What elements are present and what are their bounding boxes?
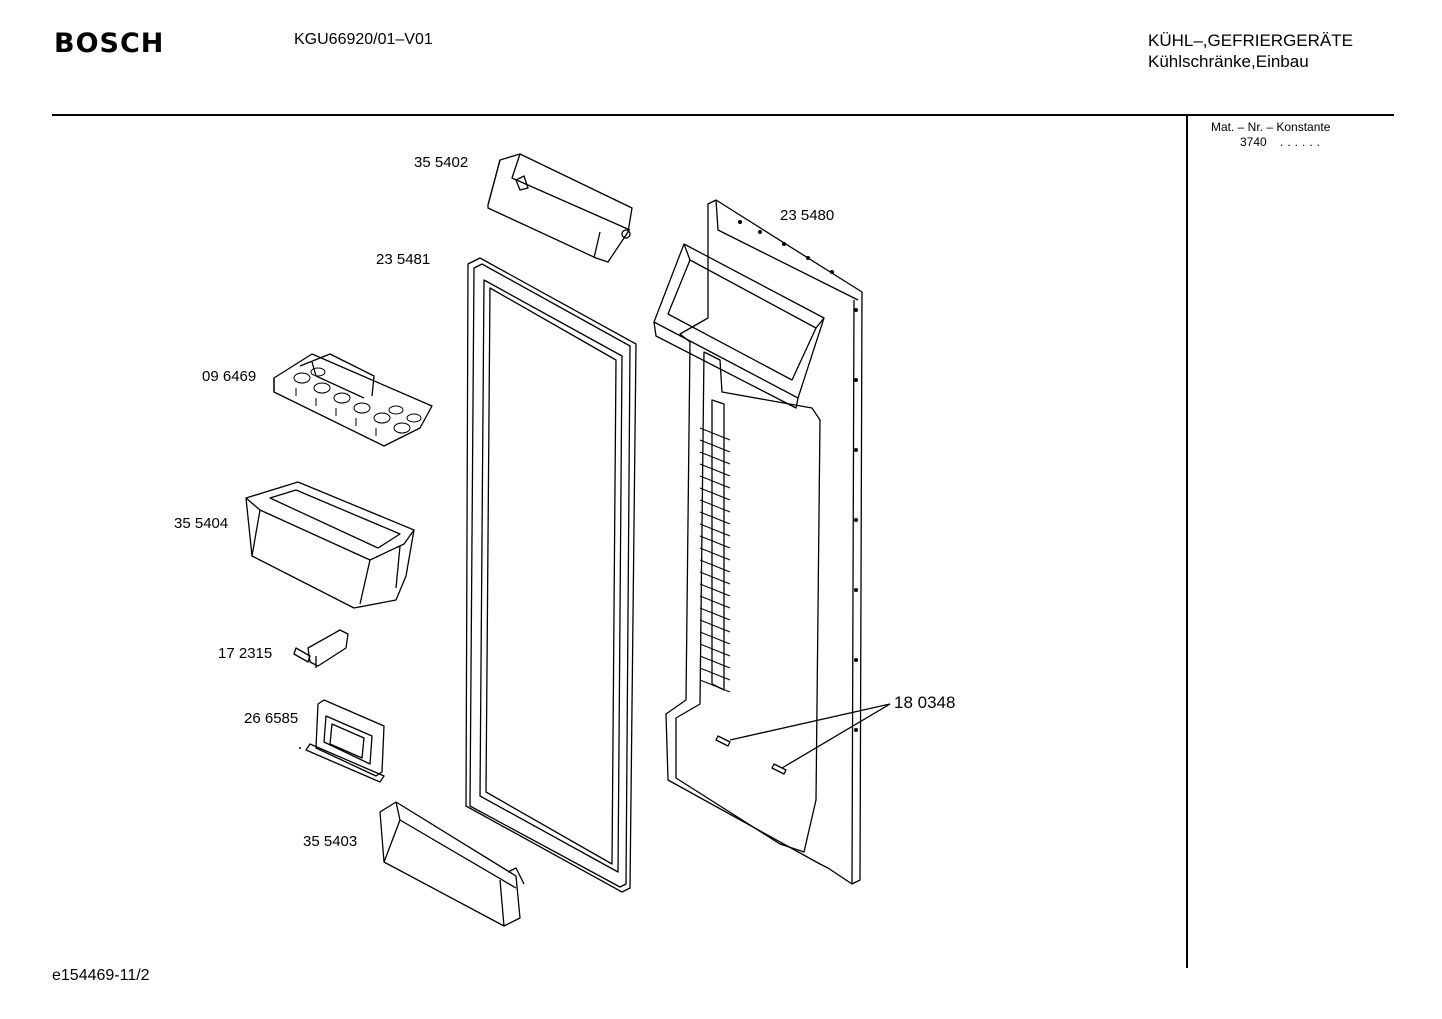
material-number-dots: ...... [1280,135,1325,149]
part-235480-door-liner[interactable] [653,199,863,885]
model-number: KGU66920/01–V01 [294,31,433,48]
label-355403: 35 5403 [303,833,358,850]
part-355403-bottom-bin[interactable] [379,801,525,927]
brand-logo: BOSCH [54,28,165,59]
part-235481-gasket[interactable] [465,257,637,893]
material-number-value: 3740 [1240,135,1267,149]
side-divider [1186,116,1188,968]
category-subtitle: Kühlschränke,Einbau [1148,52,1309,71]
category-title: KÜHL–,GEFRIERGERÄTE [1148,31,1353,50]
part-355402-cover[interactable] [487,153,633,263]
label-096469: 09 6469 [202,368,257,385]
stray-dot [299,747,301,749]
part-180348-pins[interactable] [715,703,891,775]
part-266585-holder[interactable] [305,699,385,783]
label-266585: 26 6585 [244,710,299,727]
header-divider [52,114,1394,116]
part-096469-egg-tray[interactable] [273,353,433,447]
label-355404: 35 5404 [174,515,229,532]
label-355402: 35 5402 [414,154,469,171]
label-180348: 18 0348 [894,693,956,712]
label-235481: 23 5481 [376,251,431,268]
label-235480: 23 5480 [780,207,835,224]
material-number-label: Mat. – Nr. – Konstante [1211,120,1331,134]
part-355404-door-bin[interactable] [245,481,415,609]
document-id: e154469-11/2 [52,967,150,984]
label-172315: 17 2315 [218,645,273,662]
part-172315-clip[interactable] [293,629,349,668]
